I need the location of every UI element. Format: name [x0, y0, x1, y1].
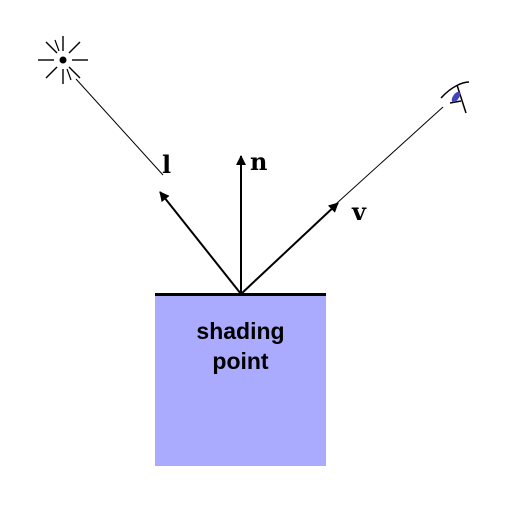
shading-point-label: shading point	[155, 316, 326, 376]
normal-vector-label: n	[250, 147, 268, 176]
light-vector-label: l	[162, 150, 172, 179]
view-vector-label: v	[352, 197, 366, 226]
view-direction-line	[336, 106, 444, 204]
shading-point-label-line1: shading	[196, 318, 285, 344]
view-vector-arrow	[240, 202, 339, 295]
sun-icon	[38, 36, 88, 84]
eye-icon	[440, 81, 470, 114]
shading-point-box	[155, 295, 326, 466]
surface-line	[155, 293, 326, 296]
light-vector-arrow	[159, 191, 242, 295]
light-direction-line	[75, 78, 164, 176]
shading-point-label-line2: point	[212, 348, 269, 374]
